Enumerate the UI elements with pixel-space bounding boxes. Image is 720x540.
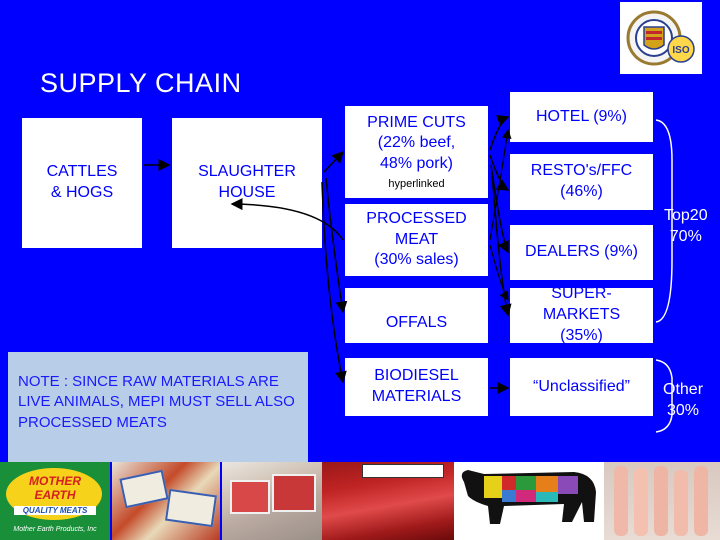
node-hotel: HOTEL (9%) — [510, 92, 653, 142]
company-logo: ISO — [620, 2, 702, 74]
group-other-label: Other 30% — [663, 381, 704, 419]
node-hotel-label: HOTEL (9%) — [536, 107, 627, 125]
arrow-prime-to-supermarkets — [491, 171, 512, 317]
node-cattles-hogs-label: CATTLES & HOGS — [46, 163, 118, 201]
arrow-processed-to-supermarkets — [489, 244, 509, 302]
brand-logo-photo: MOTHER EARTH QUALITY MEATS Mother Earth … — [0, 462, 110, 540]
packaged-meat-photo — [222, 462, 322, 540]
arrow-slaughter-to-prime — [323, 150, 345, 173]
node-prime-cuts[interactable]: PRIME CUTS (22% beef, 48% pork) hyperlin… — [345, 106, 488, 198]
node-cattles-hogs: CATTLES & HOGS — [22, 118, 142, 248]
arrow-prime-to-resto — [489, 154, 510, 191]
prime-cuts-hyperlink-hint[interactable]: hyperlinked — [388, 178, 445, 191]
brand-name-line1: MOTHER — [29, 474, 81, 488]
connector-arrows — [144, 115, 673, 433]
bracket-other — [655, 359, 673, 433]
brand-tagline: QUALITY MEATS — [14, 506, 96, 515]
node-offals: OFFALS — [345, 288, 488, 343]
node-supermarkets: SUPER- MARKETS (35%) — [510, 285, 653, 344]
pig-carcass-photo — [604, 462, 720, 540]
logo-seal-icon: ISO — [626, 10, 695, 66]
slide-title: SUPPLY CHAIN — [40, 68, 242, 98]
node-prime-cuts-label: PRIME CUTS (22% beef, 48% pork) — [367, 113, 466, 173]
node-biodiesel: BIODIESEL MATERIALS — [345, 358, 488, 416]
brand-company: Mother Earth Products, Inc — [13, 526, 97, 533]
bracket-top20 — [655, 119, 673, 323]
node-resto-label: RESTO's/FFC (46%) — [530, 162, 633, 200]
red-meat-photo — [322, 462, 454, 540]
logo-badge-text: ISO — [672, 45, 689, 56]
node-resto: RESTO's/FFC (46%) — [510, 154, 653, 210]
node-slaughter-house: SLAUGHTER HOUSE — [172, 118, 322, 248]
arrow-slaughter-to-biodiesel — [321, 181, 347, 384]
node-processed-meat: PROCESSED MEAT (30% sales) — [345, 204, 488, 276]
node-processed-meat-label: PROCESSED MEAT (30% sales) — [366, 209, 467, 269]
node-unclassified-label: “Unclassified” — [533, 377, 630, 395]
node-biodiesel-label: BIODIESEL MATERIALS — [371, 367, 462, 405]
node-dealers-label: DEALERS (9%) — [525, 243, 638, 261]
sausage-products-photo — [112, 462, 220, 540]
arrow-slaughter-to-offals — [325, 177, 348, 314]
cow-cuts-diagram — [454, 462, 604, 540]
node-dealers: DEALERS (9%) — [510, 225, 653, 280]
node-unclassified: “Unclassified” — [510, 358, 653, 416]
note-box: NOTE : SINCE RAW MATERIALS ARE LIVE ANIM… — [8, 352, 308, 462]
group-top20-label: Top20 70% — [664, 207, 708, 245]
arrow-prime-to-hotel — [489, 115, 510, 151]
arrow-processed-to-slaughter — [230, 198, 344, 241]
node-offals-label: OFFALS — [385, 314, 448, 332]
arrow-processed-to-hotel — [489, 128, 512, 241]
node-supermarkets-label: SUPER- MARKETS (35%) — [542, 285, 621, 344]
node-slaughter-house-label: SLAUGHTER HOUSE — [198, 163, 296, 201]
cow-cuts-diagram-icon — [461, 470, 596, 524]
brand-name-line2: EARTH — [34, 488, 76, 502]
